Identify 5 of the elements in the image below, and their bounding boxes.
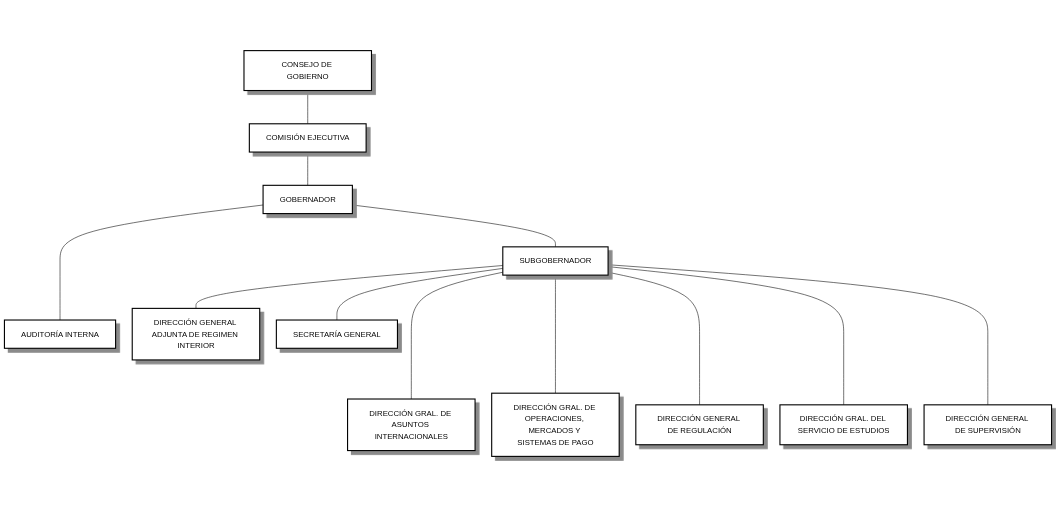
- connector: [307, 90, 308, 125]
- connector: [352, 204, 556, 248]
- connector: [555, 274, 556, 394]
- connector: [307, 151, 308, 186]
- connector: [59, 204, 264, 321]
